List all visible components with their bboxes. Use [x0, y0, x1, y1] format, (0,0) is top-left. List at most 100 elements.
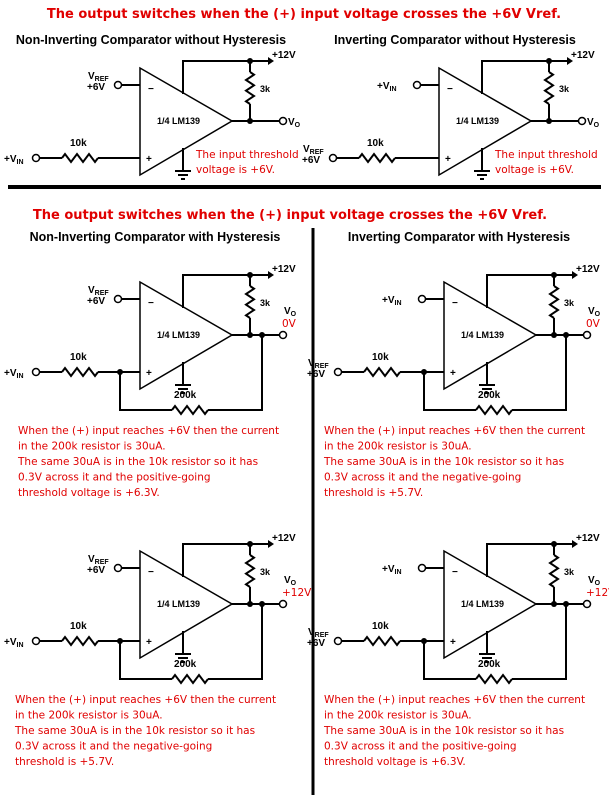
vref-terminal: [328, 153, 338, 163]
vref-label: VREF: [88, 554, 109, 566]
wire: [481, 60, 567, 94]
junction-dot: [247, 332, 253, 338]
supply-label: +12V: [571, 50, 595, 61]
comparator-symbol: [443, 549, 538, 660]
explanation-note: When the (+) input reaches +6V then the …: [324, 425, 585, 437]
explanation-note: The same 30uA is in the 10k resistor so …: [17, 456, 258, 468]
input-res-label: 10k: [70, 138, 87, 149]
vref-value: +6V: [302, 155, 320, 166]
wire: [475, 673, 513, 685]
output-state: +12V: [586, 587, 609, 599]
vo-label: VO: [284, 306, 297, 318]
pullup-label: 3k: [564, 567, 575, 577]
junction-dot: [551, 601, 557, 607]
circuit-noninv-hyst-a: −+1/4 LM139+12V3kVREF+6V+VIN10k200kVO0VW…: [4, 264, 297, 499]
circuit-inv-hyst-b: −+1/4 LM139+12V3kVREF+6V10k+VIN200kVO+12…: [307, 533, 609, 768]
explanation-note: threshold is +5.7V.: [324, 487, 423, 499]
plus-sign: +: [445, 154, 451, 165]
vin-terminal: [31, 153, 41, 163]
wire: [182, 543, 268, 577]
input-res-label: 10k: [372, 621, 389, 632]
output-state: +12V: [282, 587, 312, 599]
vref-label: VREF: [88, 285, 109, 297]
output-terminal: [278, 116, 288, 126]
vo-label: VO: [587, 117, 600, 129]
comparator-symbol: [443, 280, 538, 391]
wire: [358, 152, 396, 164]
vin-terminal: [31, 367, 41, 377]
explanation-note: 0.3V across it and the negative-going: [324, 472, 521, 484]
feedback-res-label: 200k: [478, 390, 501, 401]
explanation-note: The same 30uA is in the 10k resistor so …: [323, 725, 564, 737]
vin-terminal: [417, 563, 427, 573]
output-state: 0V: [282, 318, 297, 330]
wire: [512, 604, 567, 680]
wire: [182, 60, 268, 94]
comparator-symbol: [139, 66, 234, 177]
output-terminal: [582, 330, 592, 340]
comparator-symbol: [438, 66, 533, 177]
input-res-label: 10k: [70, 621, 87, 632]
wire: [543, 71, 555, 105]
chip-label: 1/4 LM139: [157, 116, 200, 126]
wire: [548, 285, 560, 319]
vin-terminal: [417, 294, 427, 304]
wire: [208, 604, 263, 680]
vin-label: +VIN: [4, 368, 24, 380]
feedback-res-label: 200k: [174, 390, 197, 401]
vo-label: VO: [284, 575, 297, 587]
minus-sign: −: [148, 84, 154, 95]
vref-terminal: [113, 294, 123, 304]
explanation-note: in the 200k resistor is 30uA.: [15, 710, 163, 722]
threshold-note: The input threshold: [195, 149, 299, 161]
title-inv-hyst: Inverting Comparator with Hysteresis: [348, 230, 570, 244]
plus-sign: +: [146, 368, 152, 379]
pullup-label: 3k: [559, 84, 570, 94]
explanation-note: in the 200k resistor is 30uA.: [324, 710, 472, 722]
wire: [171, 404, 209, 416]
feedback-res-label: 200k: [174, 659, 197, 670]
wire: [486, 543, 572, 577]
supply-arrow: [567, 57, 573, 65]
supply-label: +12V: [272, 50, 296, 61]
wire: [208, 335, 263, 411]
junction-dot: [247, 118, 253, 124]
wire: [244, 285, 256, 319]
minus-sign: −: [452, 298, 458, 309]
vref-label: VREF: [308, 358, 329, 370]
vin-terminal: [412, 80, 422, 90]
title-inv-no-hyst: Inverting Comparator without Hysteresis: [334, 33, 576, 47]
explanation-note: The same 30uA is in the 10k resistor so …: [323, 456, 564, 468]
threshold-note: voltage is +6V.: [196, 164, 275, 176]
wire: [182, 274, 268, 308]
vo-label: VO: [588, 575, 601, 587]
input-res-label: 10k: [70, 352, 87, 363]
wire: [119, 372, 172, 411]
wire: [363, 366, 401, 378]
vref-terminal: [113, 80, 123, 90]
supply-label: +12V: [272, 264, 296, 275]
vref-terminal: [113, 563, 123, 573]
vin-terminal: [31, 636, 41, 646]
explanation-note: 0.3V across it and the positive-going: [324, 741, 517, 753]
supply-arrow: [268, 271, 274, 279]
vref-value: +6V: [87, 565, 105, 576]
header-middle: The output switches when the (+) input v…: [33, 208, 547, 223]
plus-sign: +: [146, 154, 152, 165]
junction-dot: [563, 601, 569, 607]
wire: [475, 404, 513, 416]
explanation-note: in the 200k resistor is 30uA.: [18, 441, 166, 453]
explanation-note: When the (+) input reaches +6V then the …: [324, 694, 585, 706]
pullup-label: 3k: [260, 567, 271, 577]
pullup-label: 3k: [260, 298, 271, 308]
explanation-note: threshold is +5.7V.: [15, 756, 114, 768]
supply-label: +12V: [576, 264, 600, 275]
vo-label: VO: [288, 117, 301, 129]
chip-label: 1/4 LM139: [157, 599, 200, 609]
vref-value: +6V: [87, 82, 105, 93]
wire: [423, 641, 476, 680]
supply-arrow: [268, 540, 274, 548]
junction-dot: [259, 601, 265, 607]
